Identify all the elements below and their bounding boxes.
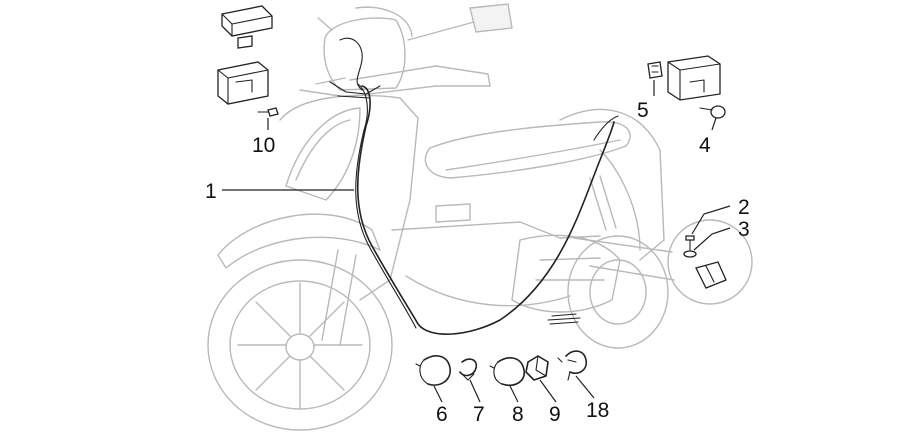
- clamp-part-9[interactable]: [525, 355, 549, 381]
- screw-part-2[interactable]: [685, 235, 695, 251]
- ground-connector: [547, 313, 581, 325]
- cable-tie-part-6[interactable]: [415, 355, 451, 386]
- scooter-outline: [207, 3, 669, 431]
- washer-part-3[interactable]: [683, 250, 697, 258]
- wiring-cable[interactable]: [329, 37, 619, 335]
- callout-8: 8: [512, 403, 524, 426]
- cable-tie-part-8[interactable]: [489, 357, 525, 386]
- callout-3: 3: [738, 218, 750, 241]
- callout-2: 2: [738, 196, 750, 219]
- callout-6: 6: [436, 403, 448, 426]
- clip-part-7[interactable]: [459, 358, 478, 381]
- callout-4: 4: [699, 134, 711, 157]
- callout-1: 1: [205, 180, 217, 203]
- leader-lines: [222, 80, 731, 403]
- relay-bracket-part-5[interactable]: [647, 61, 663, 79]
- detail-circle: [573, 219, 753, 305]
- relay-box-part-4[interactable]: [667, 55, 726, 119]
- clip-part-18[interactable]: [557, 350, 588, 381]
- callout-7: 7: [473, 403, 485, 426]
- relay-box-part-10[interactable]: [217, 5, 279, 117]
- callout-9: 9: [549, 403, 561, 426]
- callout-18: 18: [586, 399, 609, 422]
- callout-labels: 1 2 3 4 5 6 7 8 9 10 18: [205, 99, 750, 426]
- callout-5: 5: [637, 99, 649, 122]
- callout-10: 10: [252, 134, 275, 157]
